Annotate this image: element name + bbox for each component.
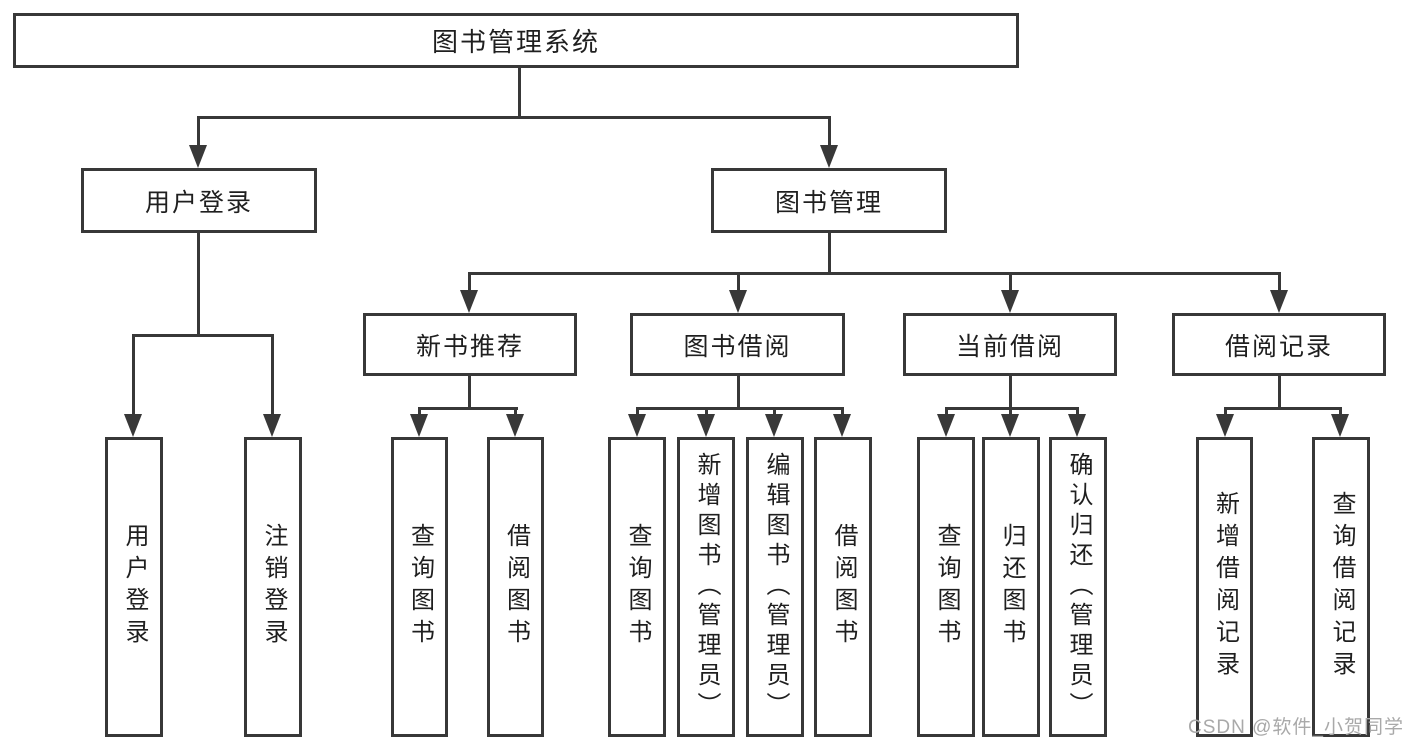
- node-label: 图书管理: [774, 188, 883, 217]
- csdn-watermark: CSDN @软件_小贺同学: [1188, 717, 1404, 738]
- connector-hline: [945, 407, 1079, 410]
- connector-vline: [197, 117, 200, 150]
- leaf-label: 借阅图书: [830, 523, 857, 651]
- leaf-query-books-2: 查询图书: [608, 437, 666, 737]
- leaf-logout: 注销登录: [244, 437, 302, 737]
- arrowhead-down-icon: [1331, 414, 1349, 437]
- leaf-query-books-3: 查询图书: [917, 437, 975, 737]
- node-label: 图书管理系统: [431, 27, 600, 57]
- arrowhead-down-icon: [1068, 414, 1086, 437]
- arrowhead-down-icon: [506, 414, 524, 437]
- connector-vline: [197, 233, 200, 336]
- leaf-confirm-return-admin: 确认归还（管理员）: [1049, 437, 1107, 737]
- arrowhead-down-icon: [1270, 290, 1288, 313]
- arrowhead-down-icon: [263, 414, 281, 437]
- leaf-borrow-books-2: 借阅图书: [814, 437, 872, 737]
- connector-hline: [1224, 407, 1342, 410]
- node-library-management-system: 图书管理系统: [13, 13, 1019, 68]
- node-user-login: 用户登录: [81, 168, 317, 233]
- connector-hline: [197, 116, 831, 119]
- leaf-borrow-books-1: 借阅图书: [487, 437, 544, 737]
- node-current-borrowing: 当前借阅: [903, 313, 1117, 376]
- leaf-label: 借阅图书: [502, 523, 530, 651]
- leaf-label: 查询图书: [624, 523, 651, 651]
- connector-vline: [828, 233, 831, 274]
- connector-vline: [468, 376, 471, 410]
- leaf-edit-book-admin: 编辑图书（管理员）: [746, 437, 804, 737]
- node-label: 用户登录: [144, 188, 253, 217]
- connector-vline: [518, 67, 521, 118]
- leaf-label: 查询图书: [406, 523, 434, 651]
- node-book-borrowing: 图书借阅: [630, 313, 845, 376]
- connector-hline: [468, 272, 1281, 275]
- leaf-query-borrow-record: 查询借阅记录: [1312, 437, 1370, 737]
- leaf-label: 确认归还（管理员）: [1065, 452, 1092, 722]
- connector-vline: [1009, 272, 1012, 294]
- arrowhead-down-icon: [410, 414, 428, 437]
- arrowhead-down-icon: [729, 290, 747, 313]
- connector-vline: [1278, 272, 1281, 294]
- leaf-return-book: 归还图书: [982, 437, 1040, 737]
- connector-hline: [418, 407, 518, 410]
- leaf-label: 归还图书: [998, 523, 1025, 651]
- connector-vline: [1009, 376, 1012, 410]
- arrowhead-down-icon: [820, 145, 838, 168]
- node-label: 新书推荐: [415, 332, 524, 361]
- connector-hline: [132, 334, 274, 337]
- node-new-book-recommend: 新书推荐: [363, 313, 577, 376]
- connector-vline: [468, 272, 471, 294]
- arrowhead-down-icon: [1001, 290, 1019, 313]
- leaf-label: 新增借阅记录: [1211, 491, 1239, 683]
- leaf-add-book-admin: 新增图书（管理员）: [677, 437, 735, 737]
- connector-vline: [828, 117, 831, 150]
- connector-vline: [1278, 376, 1281, 410]
- leaf-label: 新增图书（管理员）: [693, 452, 720, 722]
- leaf-add-borrow-record: 新增借阅记录: [1196, 437, 1253, 737]
- leaf-user-login: 用户登录: [105, 437, 163, 737]
- leaf-label: 用户登录: [121, 523, 148, 651]
- connector-vline: [132, 336, 135, 418]
- leaf-label: 编辑图书（管理员）: [762, 452, 789, 722]
- connector-hline: [636, 407, 844, 410]
- node-label: 借阅记录: [1224, 332, 1333, 361]
- arrowhead-down-icon: [1001, 414, 1019, 437]
- node-borrow-records: 借阅记录: [1172, 313, 1386, 376]
- leaf-query-books-1: 查询图书: [391, 437, 448, 737]
- arrowhead-down-icon: [628, 414, 646, 437]
- leaf-label: 查询借阅记录: [1328, 491, 1355, 683]
- arrowhead-down-icon: [124, 414, 142, 437]
- connector-vline: [737, 376, 740, 410]
- node-book-management: 图书管理: [711, 168, 947, 233]
- leaf-label: 注销登录: [260, 523, 287, 651]
- leaf-label: 查询图书: [933, 523, 960, 651]
- arrowhead-down-icon: [697, 414, 715, 437]
- arrowhead-down-icon: [937, 414, 955, 437]
- connector-vline: [271, 336, 274, 418]
- arrowhead-down-icon: [189, 145, 207, 168]
- arrowhead-down-icon: [460, 290, 478, 313]
- connector-vline: [737, 272, 740, 294]
- node-label: 当前借阅: [955, 332, 1064, 361]
- arrowhead-down-icon: [765, 414, 783, 437]
- arrowhead-down-icon: [1216, 414, 1234, 437]
- arrowhead-down-icon: [833, 414, 851, 437]
- node-label: 图书借阅: [683, 332, 792, 361]
